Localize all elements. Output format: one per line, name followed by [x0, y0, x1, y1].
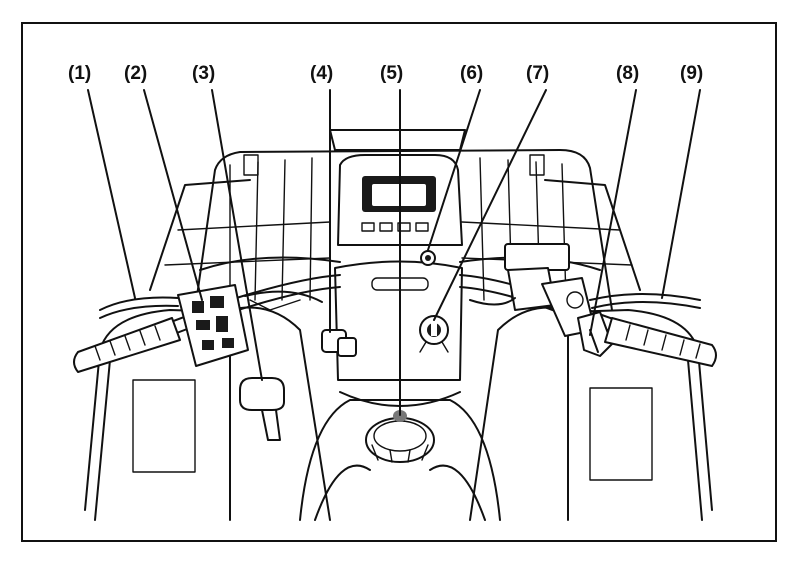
right-grip: [604, 317, 717, 367]
callout-2: (2): [124, 63, 147, 84]
indicator-button: [420, 250, 436, 266]
callout-7: (7): [526, 63, 549, 84]
callout-9: (9): [680, 63, 703, 84]
callout-3: (3): [192, 63, 215, 84]
left-switch-housing: [177, 284, 249, 367]
left-grip-lever: [239, 299, 301, 441]
left-grip: [73, 317, 181, 373]
callout-5: (5): [380, 63, 403, 84]
callout-1: (1): [68, 63, 91, 84]
throttle-lever: [577, 311, 613, 357]
callout-6: (6): [460, 63, 483, 84]
left-cable: [99, 290, 323, 319]
callout-8: (8): [616, 63, 639, 84]
right-brake-master: [504, 243, 596, 337]
ignition-switch: [419, 315, 449, 353]
fuel-filler-cap: [365, 410, 435, 463]
right-cable: [469, 293, 701, 309]
front-fenders: [84, 306, 713, 521]
callout-labels: (1) (2) (3) (4) (5) (6) (7) (8) (9): [68, 63, 703, 84]
callout-4: (4): [310, 63, 333, 84]
callout-leaders: [87, 89, 701, 416]
choke-knob: [321, 329, 357, 357]
